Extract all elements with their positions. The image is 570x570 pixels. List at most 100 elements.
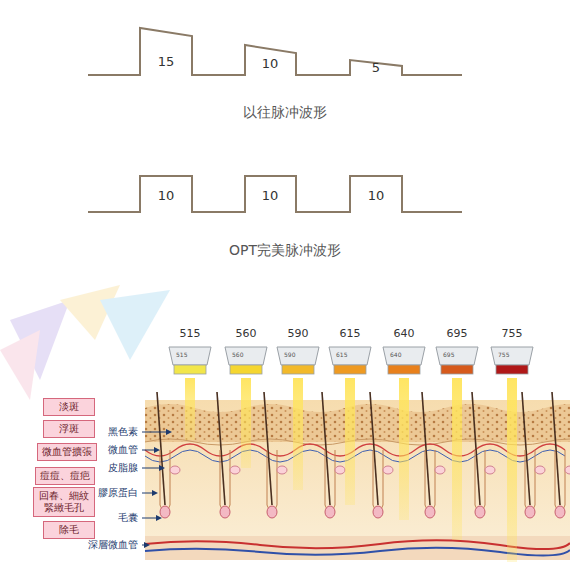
- follicle: [425, 450, 435, 513]
- light-beam: [507, 378, 517, 562]
- layer-label: 黑色素: [108, 426, 138, 438]
- layer-label: 皮脂腺: [108, 462, 138, 474]
- treatment-box: 浮斑: [43, 420, 95, 438]
- arrow-head: [159, 465, 165, 471]
- wavelength: 560: [236, 328, 257, 341]
- treatment-box: 除毛: [43, 521, 95, 539]
- leader-line: [142, 493, 153, 494]
- leader-arrows: [142, 429, 172, 548]
- hair-shaft: [552, 392, 560, 505]
- handpiece: [277, 347, 319, 365]
- handpiece-tag: 560: [232, 352, 243, 359]
- hair-bulb: [555, 506, 565, 518]
- hair-bulb: [373, 506, 383, 518]
- handpiece: [329, 347, 371, 365]
- arrow-head: [154, 447, 160, 453]
- light-beam: [345, 378, 355, 505]
- filter-window: [496, 365, 528, 374]
- follicle: [160, 450, 170, 513]
- hair-bulb: [267, 506, 277, 518]
- waveform-caption: 以往脉冲波形: [243, 104, 327, 120]
- treatment-text: 淡斑: [48, 401, 90, 413]
- hair-bulb: [425, 506, 435, 518]
- layer-label: 膠原蛋白: [98, 487, 138, 499]
- light-beam: [399, 378, 409, 520]
- wavelength: 615: [340, 328, 361, 341]
- opt-pulse-waveform: [88, 176, 462, 212]
- arrow-head: [144, 542, 150, 548]
- treatment-box: 痘痘、痘疤: [35, 467, 95, 485]
- filter-window: [334, 365, 366, 374]
- light-beam: [241, 378, 251, 468]
- light-beams: [185, 378, 517, 562]
- handpiece-tag: 695: [443, 352, 454, 359]
- handpiece: [436, 347, 478, 365]
- sebaceous-gland: [435, 466, 445, 474]
- treatment-text: 微血管擴張: [42, 446, 92, 458]
- handpieces: [169, 347, 533, 374]
- wavelength: 695: [447, 328, 468, 341]
- layer-label: 毛囊: [118, 512, 138, 524]
- filter-window: [441, 365, 473, 374]
- hair-shaft: [422, 392, 430, 505]
- wavelength: 755: [502, 328, 523, 341]
- handpiece: [491, 347, 533, 365]
- treatment-box: 回春、細紋 緊緻毛孔: [33, 487, 95, 517]
- handpiece-tag: 755: [498, 352, 509, 359]
- handpiece: [225, 347, 267, 365]
- leader-line: [142, 468, 160, 469]
- handpiece-tag: 515: [176, 352, 187, 359]
- hair-bulb: [160, 506, 170, 518]
- hair-bulb: [325, 506, 335, 518]
- handpiece-tag: 590: [284, 352, 295, 359]
- wavelength: 590: [288, 328, 309, 341]
- sebaceous-gland: [170, 466, 180, 474]
- hair-bulb: [525, 506, 535, 518]
- sebaceous-gland: [335, 466, 345, 474]
- arrow-head: [152, 490, 158, 496]
- waveform-caption: OPT完美脉冲波形: [229, 242, 341, 258]
- leader-line: [142, 518, 157, 519]
- arrow-head: [166, 429, 172, 435]
- follicle: [555, 450, 565, 513]
- pulse-value: 10: [262, 189, 279, 204]
- pulse-value: 5: [372, 61, 380, 76]
- hair-shaft: [264, 392, 272, 505]
- arrow-head: [156, 515, 162, 521]
- hair-shaft: [522, 392, 530, 505]
- hair-shaft: [217, 392, 225, 505]
- light-beam: [452, 378, 462, 540]
- handpiece-tag: 640: [390, 352, 401, 359]
- pulse-value: 10: [368, 189, 385, 204]
- treatment-text: 回春、細紋 緊緻毛孔: [38, 490, 90, 514]
- hair-shaft: [157, 392, 165, 505]
- filter-window: [282, 365, 314, 374]
- treatment-box: 淡斑: [43, 398, 95, 416]
- sebaceous-gland: [383, 466, 393, 474]
- skin-section: [145, 400, 570, 560]
- pulse-value: 10: [158, 189, 175, 204]
- old-pulse-waveform: [88, 28, 462, 75]
- sebaceous-gland: [565, 466, 570, 474]
- follicle: [373, 450, 383, 513]
- light-beam: [293, 378, 303, 490]
- treatment-text: 除毛: [48, 524, 90, 536]
- hair-shaft: [472, 392, 480, 505]
- follicle: [325, 450, 335, 513]
- leader-line: [142, 432, 167, 433]
- layer-label: 微血管: [108, 444, 138, 456]
- sebaceous-gland: [230, 466, 240, 474]
- filter-window: [174, 365, 206, 374]
- hair-shaft: [370, 392, 378, 505]
- filter-window: [388, 365, 420, 374]
- pulse-value: 10: [262, 57, 279, 72]
- treatment-box: 微血管擴張: [37, 443, 97, 461]
- follicle: [525, 450, 535, 513]
- light-decoration: [0, 285, 170, 400]
- follicle: [267, 450, 277, 513]
- hair-shaft: [322, 392, 330, 505]
- sebaceous-gland: [277, 466, 287, 474]
- layer-label: 深層微血管: [88, 539, 138, 551]
- treatment-text: 痘痘、痘疤: [40, 470, 90, 482]
- sebaceous-gland: [535, 466, 545, 474]
